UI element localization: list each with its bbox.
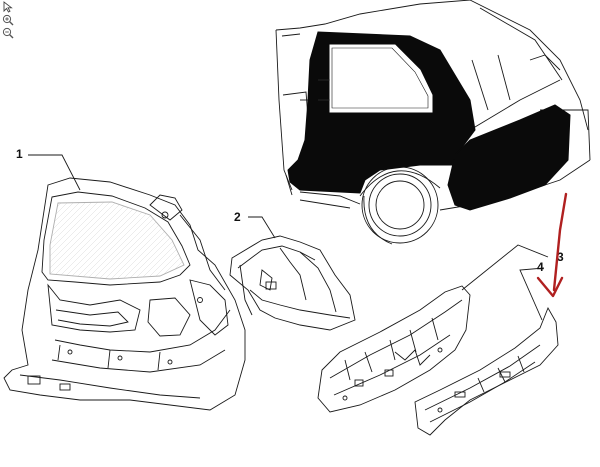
- car-rear-outline: [275, 0, 591, 211]
- zoom-out-icon[interactable]: [2, 27, 14, 39]
- quarter-window-edge: [331, 47, 429, 109]
- zoom-in-icon[interactable]: [2, 14, 14, 26]
- callout-1: 1: [16, 147, 23, 161]
- part-3-upper-crossmember[interactable]: [317, 285, 471, 413]
- quarter-window-cutout: [329, 44, 433, 113]
- select-arrow-icon[interactable]: [2, 1, 14, 13]
- callout-4: 4: [537, 260, 544, 274]
- leader-lines: [28, 154, 549, 321]
- diagram-toolbar: [2, 0, 16, 40]
- part-2-wheel-arch[interactable]: [229, 235, 356, 331]
- callout-2: 2: [234, 210, 241, 224]
- callout-3: 3: [557, 250, 564, 264]
- red-check-arrow-icon: [536, 192, 568, 298]
- part-4-lower-crossmember[interactable]: [414, 306, 559, 436]
- part-1-side-panel[interactable]: [3, 177, 246, 411]
- quarter-window-detail: [318, 79, 330, 101]
